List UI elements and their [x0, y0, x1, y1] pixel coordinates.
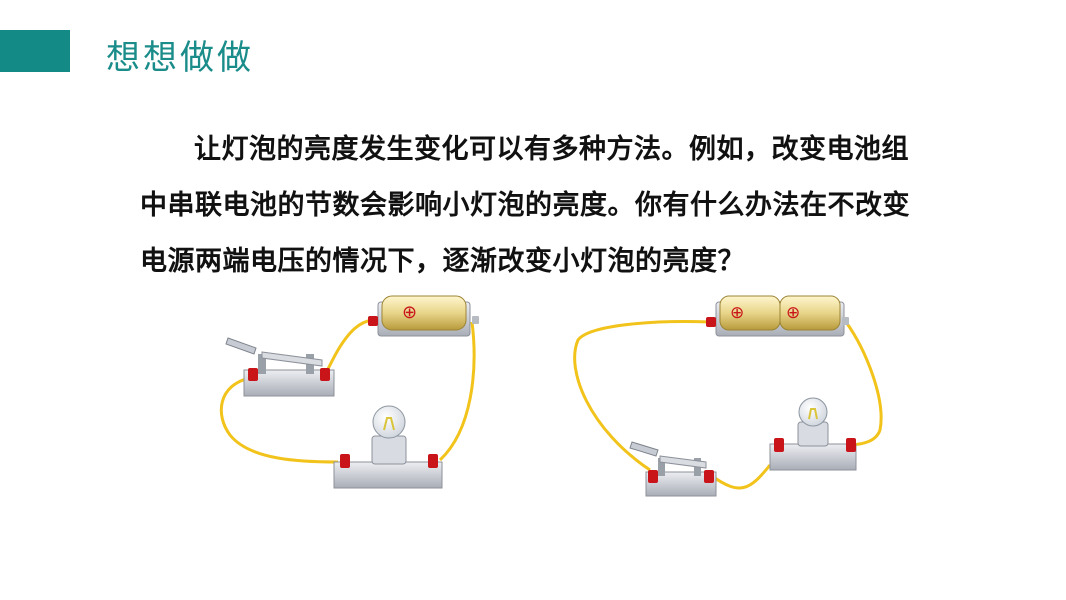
switch-handle — [225, 337, 257, 355]
terminal — [706, 317, 716, 327]
title-accent-bar — [0, 30, 70, 72]
terminal — [248, 368, 258, 381]
battery-sign: ⊕ — [730, 303, 744, 323]
terminal — [428, 454, 438, 468]
terminal — [320, 368, 330, 381]
bulb-base — [333, 461, 443, 489]
terminal — [704, 470, 714, 483]
terminal — [846, 438, 856, 452]
wire — [573, 320, 711, 472]
wire — [322, 318, 373, 377]
battery — [719, 295, 781, 331]
terminal — [842, 317, 849, 325]
wire — [711, 464, 772, 490]
bulb-socket — [371, 435, 407, 465]
switch-post — [258, 354, 266, 374]
battery — [381, 295, 467, 331]
wire — [844, 321, 883, 447]
switch-post — [658, 458, 665, 476]
bulb-filament — [383, 417, 395, 431]
terminal — [648, 470, 658, 483]
terminal — [774, 438, 784, 452]
wire — [219, 376, 339, 464]
battery-sign: ⊕ — [786, 303, 800, 323]
slide-title: 想想做做 — [106, 38, 254, 78]
bulb-glass — [372, 405, 406, 439]
body-paragraph: 让灯泡的亮度发生变化可以有多种方法。例如，改变电池组中串联电池的节数会影响小灯泡… — [140, 134, 910, 277]
battery — [779, 295, 841, 331]
circuit-diagram-single-battery: ⊕ — [219, 295, 479, 489]
terminal — [368, 316, 378, 326]
switch-lever — [261, 351, 323, 367]
terminal — [472, 316, 479, 324]
bulb-glass — [798, 397, 828, 427]
terminal — [340, 454, 350, 468]
wire — [438, 321, 476, 462]
bulb-filament — [808, 408, 818, 420]
switch-lever — [659, 455, 707, 469]
battery-sign: ⊕ — [402, 302, 417, 323]
switch-base — [243, 369, 335, 397]
switch-handle — [629, 441, 659, 457]
circuit-diagram-two-batteries: ⊕ ⊕ — [573, 295, 883, 497]
